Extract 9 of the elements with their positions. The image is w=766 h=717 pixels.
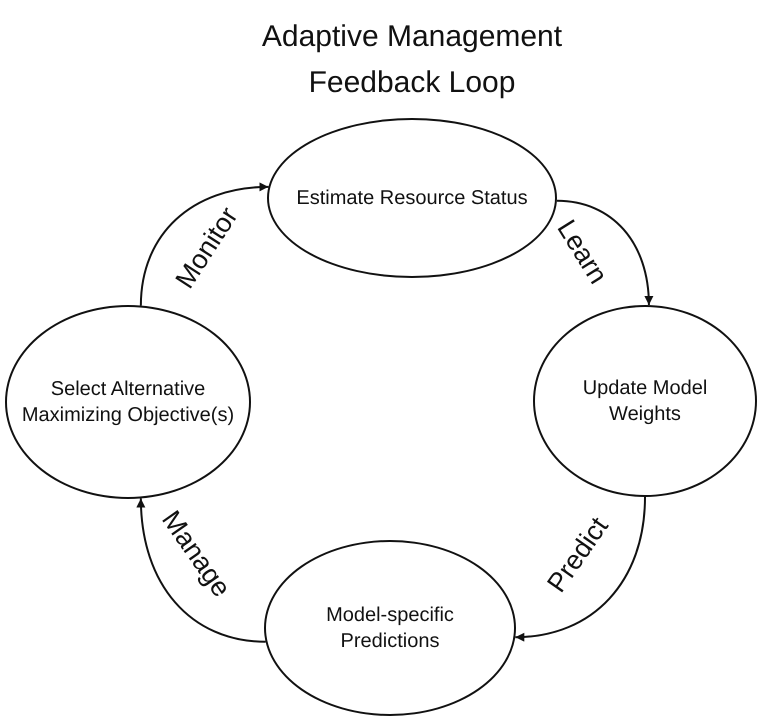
curved-arrow bbox=[556, 200, 653, 306]
node-label: Model-specific Predictions bbox=[325, 603, 455, 654]
curved-arrow bbox=[140, 182, 268, 306]
diagram-title: Adaptive Management Feedback Loop bbox=[260, 19, 564, 101]
curved-arrow bbox=[515, 496, 646, 642]
node-label: Update Model Weights bbox=[582, 376, 708, 427]
node-label: Estimate Resource Status bbox=[295, 186, 529, 211]
node-label: Select Alternative Maximizing Objective(s) bbox=[20, 377, 236, 428]
curved-arrow bbox=[136, 498, 266, 643]
